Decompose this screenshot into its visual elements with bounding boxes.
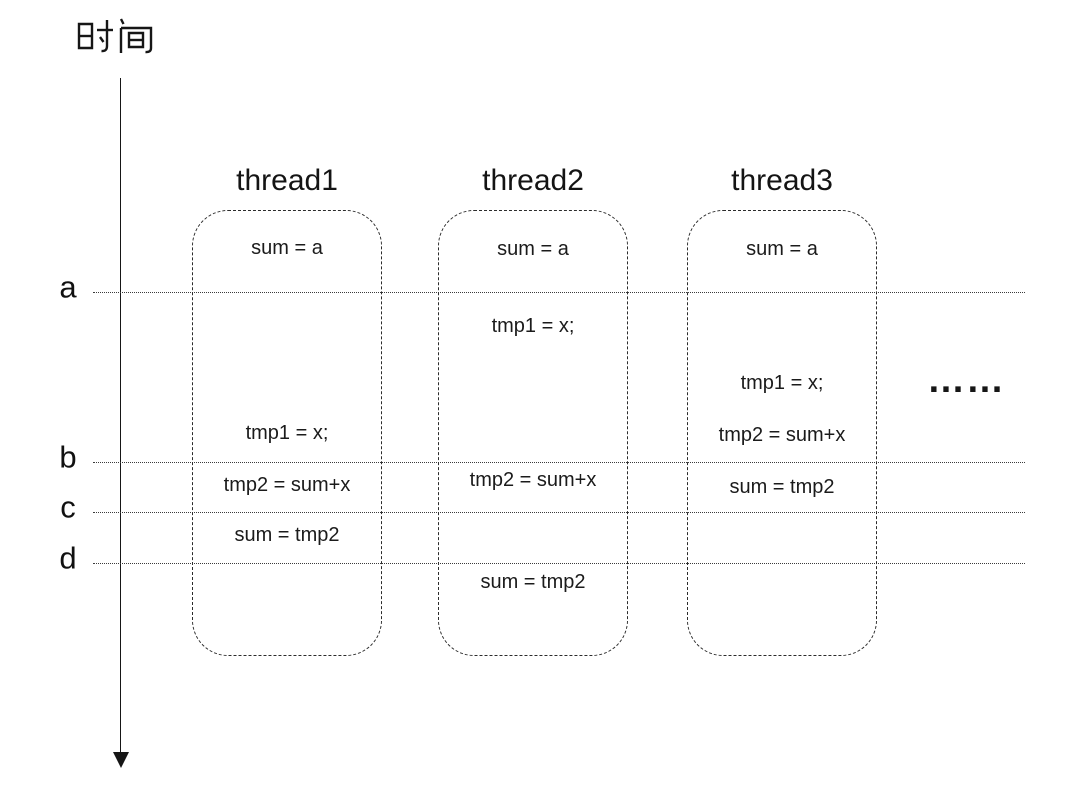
time-label-c: c (60, 489, 76, 525)
statement: sum = tmp2 (480, 571, 586, 593)
time-axis-title-glyphs (77, 18, 153, 54)
time-gridline-c (93, 512, 1025, 513)
statement: sum = a (746, 238, 818, 260)
thread-column-3: thread3 sum = a tmp1 = x; tmp2 = sum+x sum =… (687, 0, 877, 700)
thread-title-1: thread1 (236, 164, 338, 197)
statement: sum = a (251, 237, 323, 259)
thread-column-1: thread1 sum = a tmp1 = x; tmp2 = sum+x sum =… (192, 0, 382, 700)
statement: tmp1 = x; (491, 315, 575, 337)
thread-box-2 (438, 210, 628, 656)
time-label-d: d (59, 540, 77, 576)
statement: tmp2 = sum+x (469, 469, 597, 491)
time-axis-line (120, 78, 121, 754)
statement: sum = tmp2 (729, 476, 835, 498)
time-axis-arrowhead-icon (113, 752, 129, 768)
thread-box-3 (687, 210, 877, 656)
statement: tmp2 = sum+x (223, 474, 351, 496)
time-gridline-d (93, 563, 1025, 564)
statement: sum = a (497, 238, 569, 260)
time-gridline-b (93, 462, 1025, 463)
thread-title-2: thread2 (482, 164, 584, 197)
continuation-ellipsis: …… (927, 359, 1005, 401)
thread-box-1 (192, 210, 382, 656)
statement: tmp1 = x; (740, 372, 824, 394)
thread-column-2: thread2 sum = a tmp1 = x; tmp2 = sum+x sum =… (438, 0, 628, 700)
statement: tmp1 = x; (245, 422, 329, 444)
statement: tmp2 = sum+x (718, 424, 846, 446)
time-axis-title (76, 17, 156, 57)
time-gridline-a (93, 292, 1025, 293)
time-label-b: b (59, 439, 77, 475)
statement: sum = tmp2 (234, 524, 340, 546)
thread-title-3: thread3 (731, 164, 833, 197)
time-label-a: a (59, 269, 77, 305)
